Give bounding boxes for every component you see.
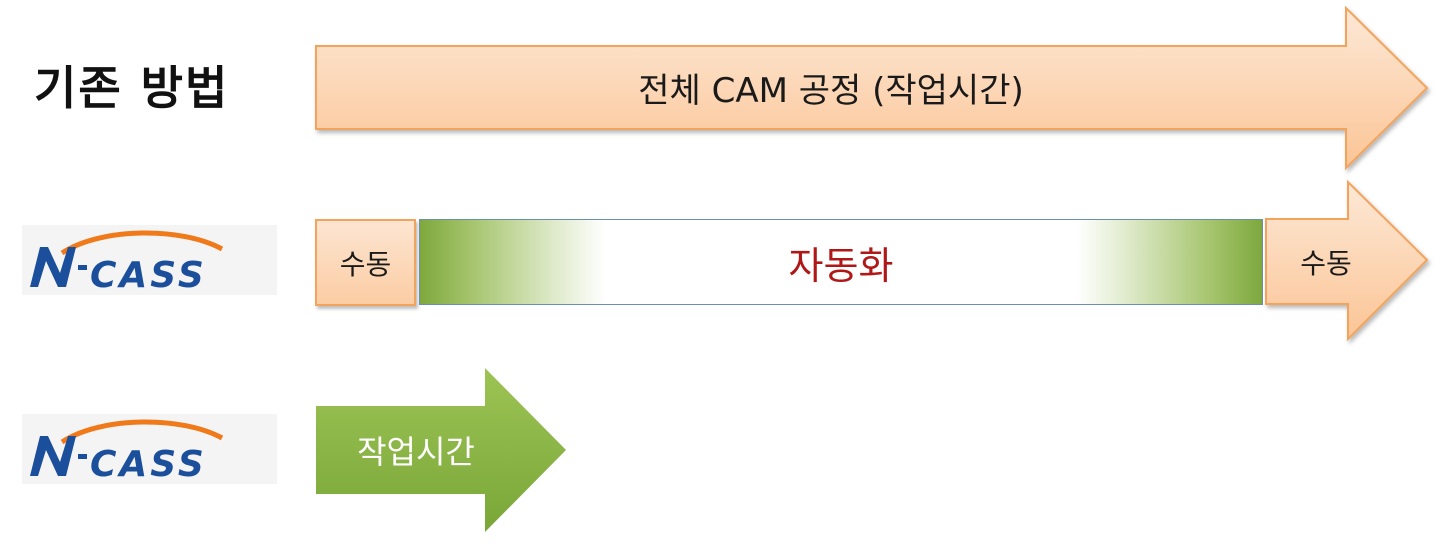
svg-text:CASS: CASS [90,255,207,295]
manual-arrow-right: 수동 [1265,179,1429,342]
automation-bar: 자동화 [419,219,1263,305]
ncass-logo-mark: CASS [30,230,224,295]
full-process-arrow: 전체 CAM 공정 (작업시간) [0,0,1436,180]
full-process-text: 전체 CAM 공정 (작업시간) [638,71,1024,111]
manual-box-left: 수동 [315,219,416,306]
ncass-logo-top: CASS [22,225,277,295]
ncass-logo-mark-2: CASS [30,419,224,484]
ncass-logo-bottom: CASS [22,414,277,484]
automation-text: 자동화 [788,243,894,288]
manual-left-text: 수동 [339,247,392,281]
full-process-arrow-shape [315,5,1429,171]
work-time-text: 작업시간 [357,433,475,471]
existing-method-label: 기존 방법 [34,61,230,115]
manual-arrow-right-shape [1265,179,1429,342]
svg-text:CASS: CASS [90,444,207,484]
manual-right-text: 수동 [1300,246,1352,280]
